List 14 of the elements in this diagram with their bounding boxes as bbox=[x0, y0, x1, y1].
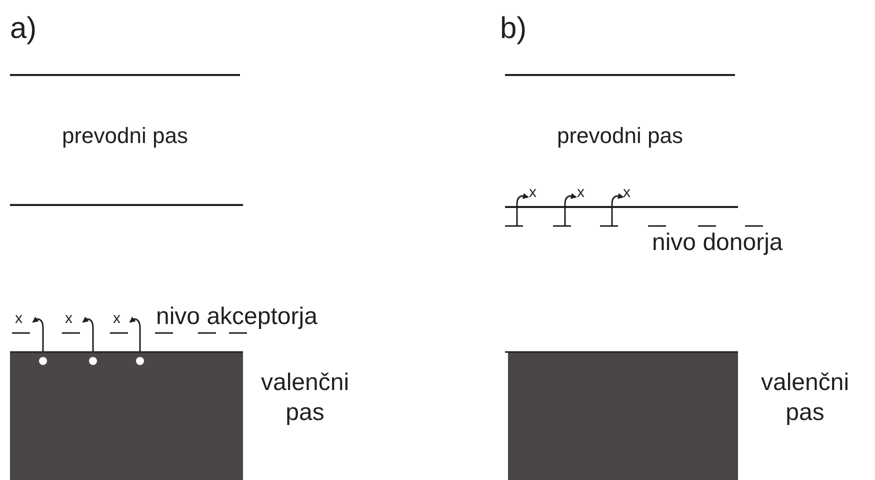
panel-label: a) bbox=[10, 11, 38, 47]
panel-label: b) bbox=[500, 11, 528, 47]
electron-label: x bbox=[529, 184, 538, 203]
band-label: valenčni pas bbox=[260, 368, 350, 428]
electron-label: x bbox=[113, 310, 122, 329]
band-label: prevodni pas bbox=[556, 122, 684, 150]
electron-label: x bbox=[577, 184, 586, 203]
level-label: nivo donorja bbox=[652, 228, 784, 258]
level-label: nivo akceptorja bbox=[156, 302, 318, 332]
electron-label: x bbox=[623, 184, 632, 203]
band-label: prevodni pas bbox=[61, 122, 189, 150]
electron-label: x bbox=[15, 310, 24, 329]
band-label: valenčni pas bbox=[760, 368, 850, 428]
electron-label: x bbox=[65, 310, 74, 329]
